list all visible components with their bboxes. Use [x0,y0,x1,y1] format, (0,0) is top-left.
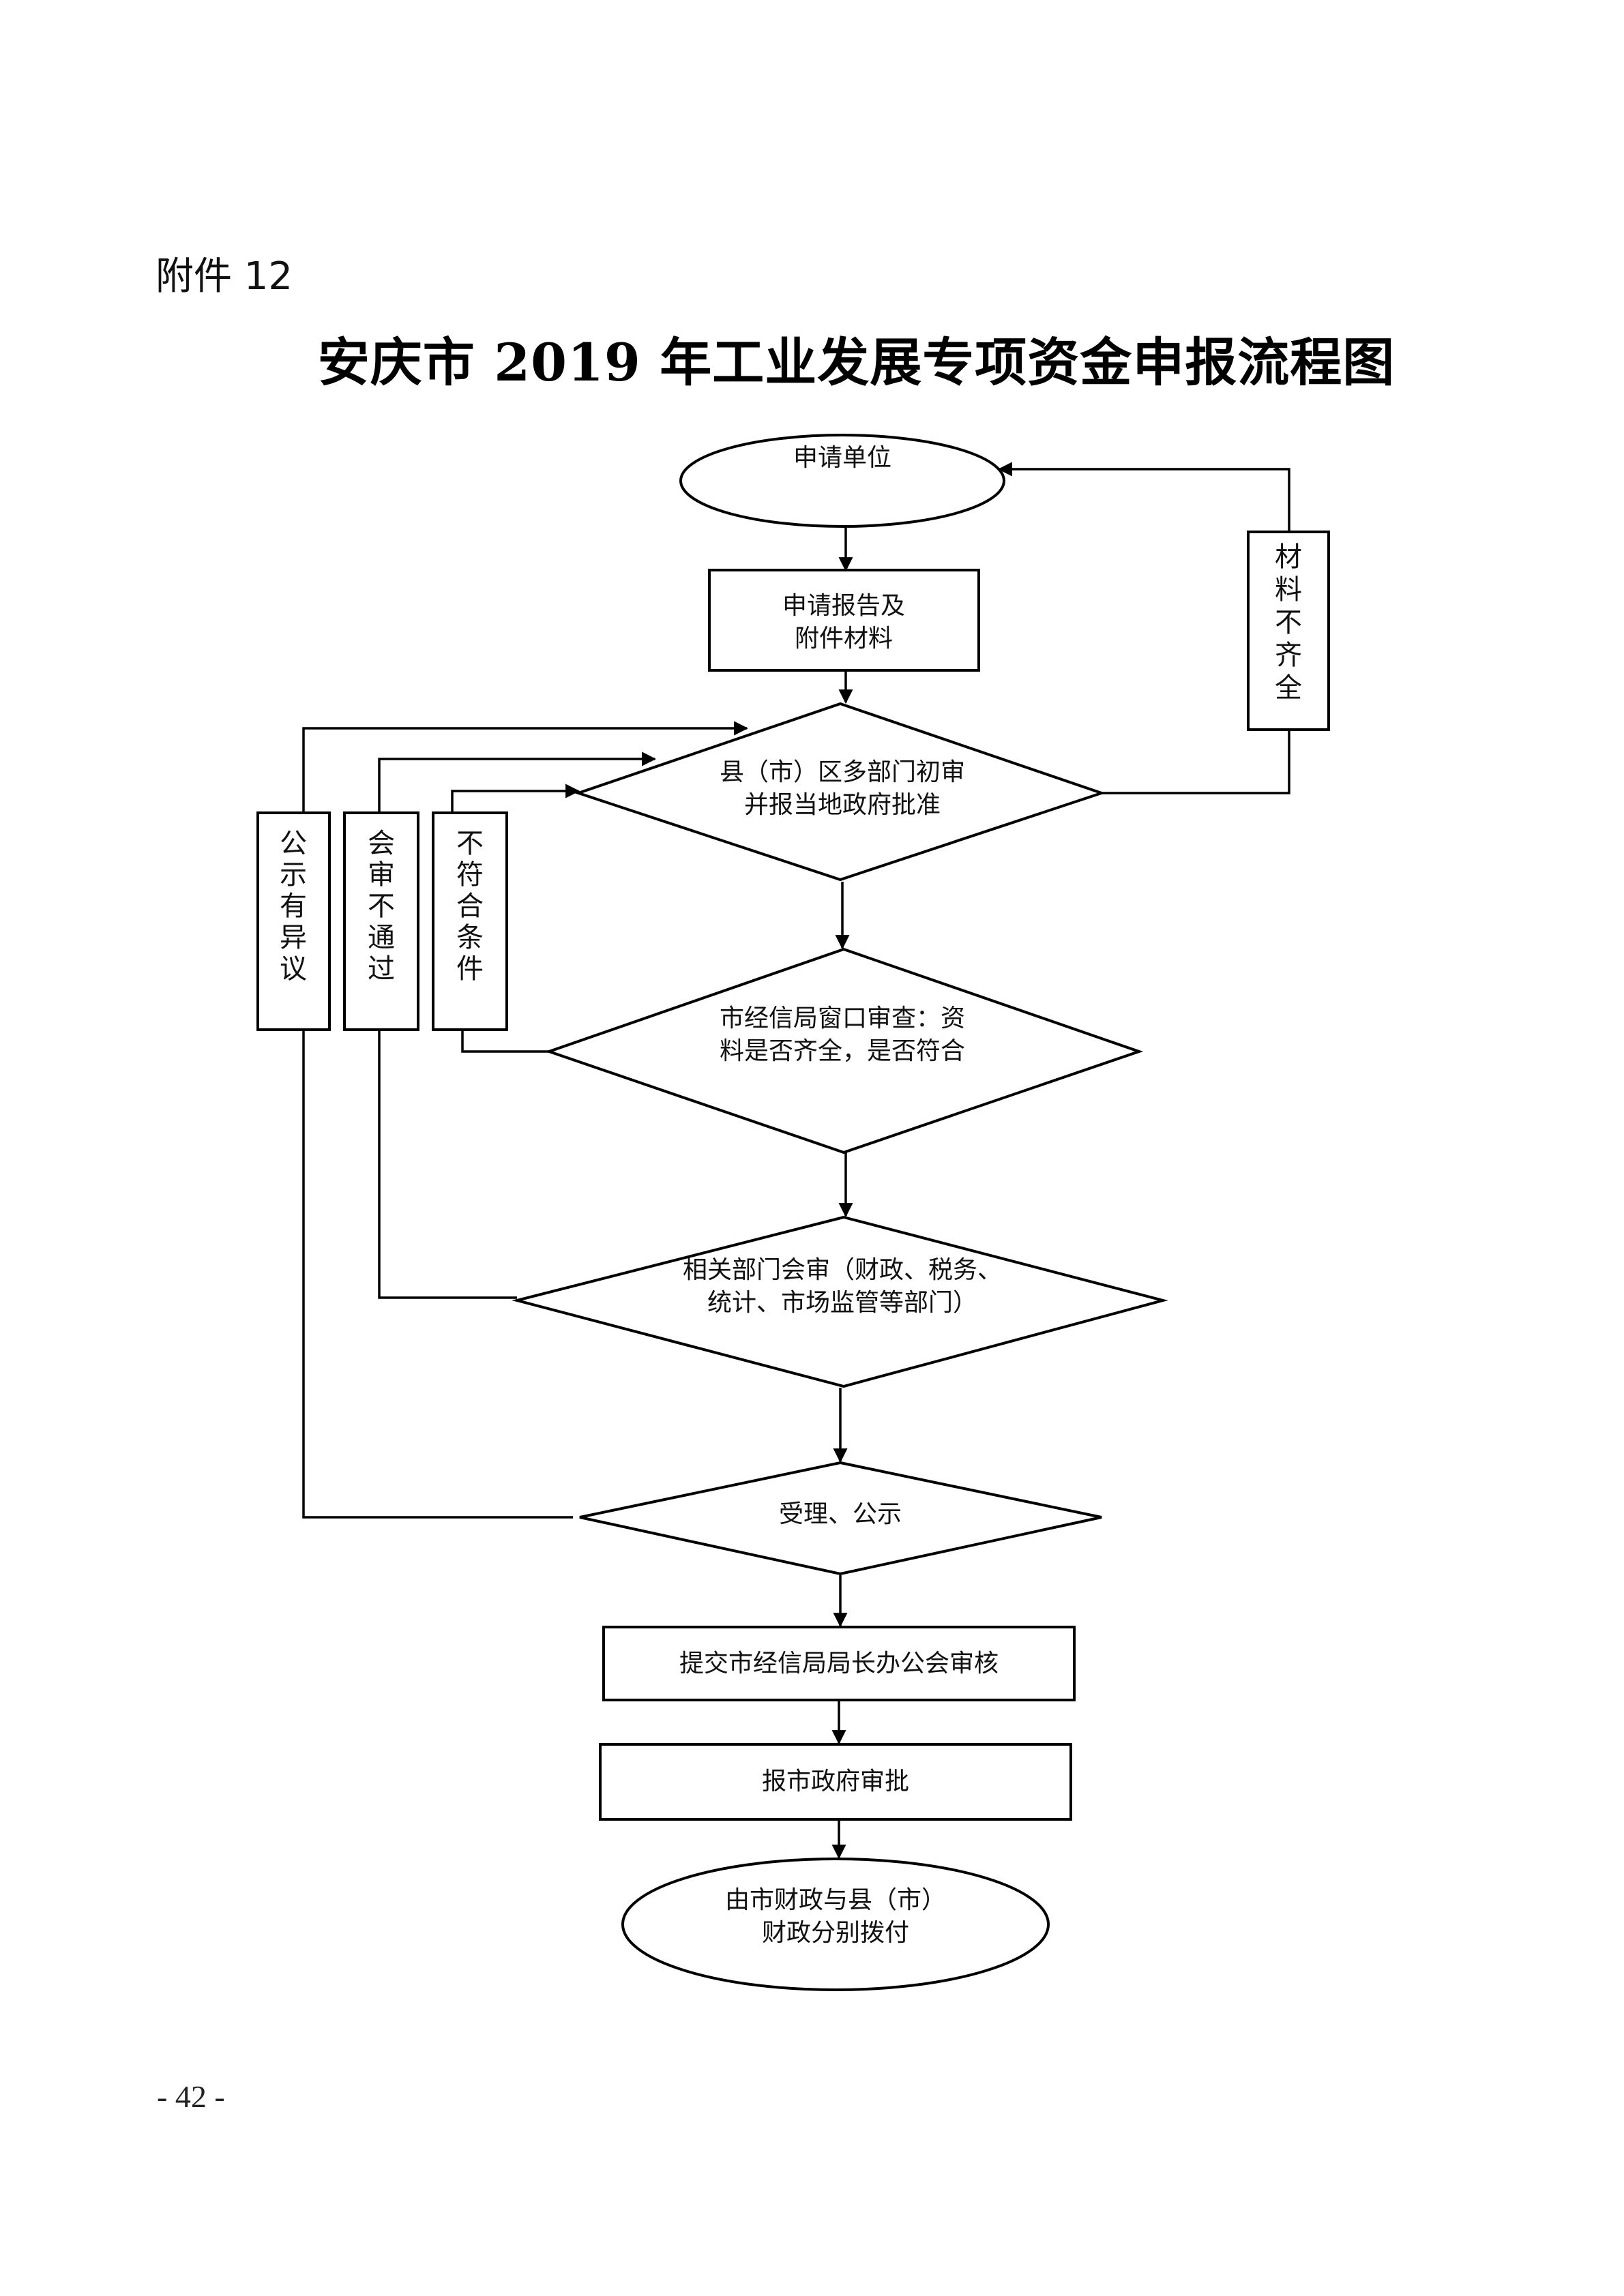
not-qualified-char-1: 不 [456,828,484,859]
not-passed-char-2: 审 [368,859,395,891]
joint-review-line-1: 相关部门会审（财政、税务、 [683,1256,1002,1284]
not-passed-char-3: 不 [368,891,395,922]
incomplete-char-2: 料 [1275,574,1302,606]
connector-not-passed-to-county [378,751,657,813]
not-passed-char-1: 会 [368,828,395,859]
start-node-label: 申请单位 [793,444,891,472]
attachment-label: 附件 12 [156,254,293,299]
not-passed-char-5: 过 [368,953,395,985]
connector-accept-to-objection [302,1030,573,1519]
county-review-line-1: 县（市）区多部门初审 [720,758,965,786]
county-review-node [574,702,1106,882]
connector-county-to-incomplete [1102,730,1290,794]
not-qualified-char-3: 合 [456,891,484,922]
incomplete-char-1: 材 [1275,541,1302,573]
not-qualified-char-2: 符 [456,859,484,891]
objection-char-1: 公 [280,828,307,859]
report-line-1: 申请报告及 [782,592,905,620]
end-line-2: 财政分别拨付 [762,1919,909,1947]
not-passed-box [343,811,419,1031]
not-qualified-char-5: 件 [456,953,484,985]
not-passed-char-4: 通 [368,922,395,953]
connector-window-to-not-qualified [461,1030,549,1053]
objection-char-4: 异 [280,922,307,953]
incomplete-char-4: 齐 [1275,640,1302,671]
not-qualified-char-4: 条 [456,922,484,953]
incomplete-char-3: 不 [1275,607,1302,638]
window-review-line-1: 市经信局窗口审查：资 [720,1004,965,1032]
incomplete-char-5: 全 [1275,672,1302,704]
incomplete-materials-box [1247,531,1330,731]
joint-review-node [512,1215,1168,1388]
end-line-1: 由市财政与县（市） [725,1886,946,1914]
objection-char-5: 议 [280,953,307,985]
joint-review-line-2: 统计、市场监管等部门） [707,1289,977,1317]
objection-char-2: 示 [280,859,307,891]
page-title: 安庆市 2019 年工业发展专项资金申报流程图 [317,332,1396,393]
connector-incomplete-to-start [997,462,1290,532]
connector-not-qualified-to-county [451,784,580,813]
end-node [621,1858,1050,1991]
connector-joint-to-not-passed [378,1030,517,1299]
gov-approval-node [599,1743,1072,1821]
report-node [708,569,980,672]
connector-objection-to-county [302,721,749,813]
report-line-2: 附件材料 [795,625,893,653]
window-review-line-2: 料是否齐全，是否符合 [720,1037,965,1065]
objection-box [256,811,331,1031]
objection-char-3: 有 [280,891,307,922]
page-number: - 42 - [157,2079,225,2114]
accept-node-label: 受理、公示 [779,1500,902,1528]
director-review-node [602,1626,1076,1701]
start-node [679,434,1005,528]
accept-node [579,1461,1102,1576]
gov-approval-label: 报市政府审批 [762,1768,909,1795]
not-qualified-box [432,811,508,1031]
window-review-node [544,947,1144,1154]
director-review-label: 提交市经信局局长办公会审核 [679,1650,999,1678]
county-review-line-2: 并报当地政府批准 [744,791,941,819]
